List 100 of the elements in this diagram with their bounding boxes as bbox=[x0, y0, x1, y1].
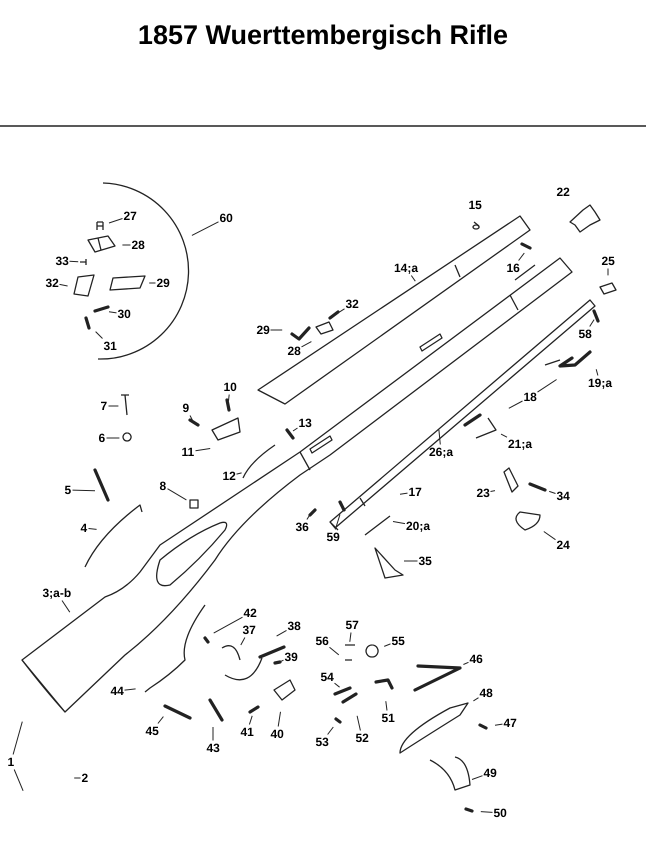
callout-number: 49 bbox=[484, 766, 497, 780]
leader-line bbox=[508, 400, 523, 409]
leader-line bbox=[213, 616, 243, 634]
leader-line bbox=[228, 394, 230, 402]
callout-number: 55 bbox=[392, 634, 405, 648]
callout-number: 44 bbox=[110, 684, 124, 698]
leader-line bbox=[306, 513, 311, 520]
callout-number: 26;a bbox=[429, 446, 454, 458]
callout-number: 6 bbox=[98, 432, 106, 444]
leader-line bbox=[190, 415, 194, 422]
leader-line bbox=[212, 726, 214, 741]
callout-number: 60 bbox=[220, 212, 233, 224]
leader-line bbox=[124, 688, 136, 691]
leader-line bbox=[356, 715, 361, 731]
leader-line bbox=[480, 811, 493, 813]
leader-line bbox=[543, 531, 556, 540]
leader-line bbox=[548, 490, 556, 494]
callout-number: 57 bbox=[346, 618, 359, 632]
callout-number: 7 bbox=[100, 400, 108, 412]
callout-number: 31 bbox=[104, 340, 117, 352]
callout-number: 8 bbox=[160, 480, 166, 492]
leader-line bbox=[292, 428, 298, 432]
leader-line bbox=[384, 643, 391, 647]
callout-number: 18 bbox=[524, 390, 537, 404]
callout-number: 12 bbox=[222, 470, 236, 482]
callout-number: 54 bbox=[320, 670, 334, 684]
leader-line bbox=[518, 252, 525, 261]
leader-line bbox=[148, 282, 156, 284]
callout-number: 17 bbox=[408, 486, 422, 498]
leader-line bbox=[596, 368, 598, 376]
leader-line bbox=[392, 521, 406, 524]
callout-number: 19;a bbox=[588, 376, 612, 390]
leader-line bbox=[69, 260, 79, 262]
callout-number: 20;a bbox=[406, 520, 430, 532]
leader-line bbox=[334, 682, 340, 688]
callout-number: 4 bbox=[80, 522, 88, 534]
leader-line bbox=[404, 560, 418, 562]
leader-line bbox=[122, 244, 131, 246]
callout-number: 13 bbox=[298, 416, 312, 430]
callout-number: 29 bbox=[156, 276, 170, 290]
callout-number: 43 bbox=[206, 742, 220, 754]
leader-line bbox=[236, 472, 242, 475]
leader-line bbox=[349, 632, 352, 642]
title: 1857 Wuerttembergisch Rifle bbox=[136, 20, 510, 51]
leader-line bbox=[59, 284, 68, 286]
callout-number: 35 bbox=[418, 554, 432, 568]
callout-number: 16 bbox=[506, 262, 520, 274]
leader-line bbox=[589, 319, 595, 327]
callout-number: 37 bbox=[242, 624, 256, 636]
leader-line bbox=[385, 700, 388, 711]
leader-line bbox=[108, 218, 123, 224]
callout-number: 10 bbox=[224, 380, 237, 394]
leader-line bbox=[95, 331, 103, 339]
callout-number: 21;a bbox=[508, 438, 532, 450]
callout-number: 32 bbox=[346, 298, 359, 310]
callout-number: 56 bbox=[316, 634, 329, 648]
callout-number: 30 bbox=[118, 308, 131, 320]
leader-line bbox=[14, 769, 24, 792]
leader-line bbox=[500, 434, 508, 438]
leader-line bbox=[248, 715, 253, 725]
leader-line bbox=[278, 711, 281, 727]
leader-line bbox=[62, 600, 70, 613]
callout-number: 45 bbox=[146, 724, 159, 738]
callout-number: 22 bbox=[556, 186, 570, 198]
leader-line bbox=[472, 697, 479, 702]
callout-number: 5 bbox=[64, 484, 72, 496]
callout-number: 58 bbox=[578, 328, 592, 340]
callout-number: 23 bbox=[476, 486, 490, 500]
callout-number: 40 bbox=[270, 728, 284, 740]
leader-line bbox=[327, 726, 334, 735]
callout-number: 1 bbox=[8, 756, 14, 768]
leader-line bbox=[537, 379, 558, 393]
leader-line bbox=[279, 660, 284, 662]
leader-line bbox=[472, 775, 483, 780]
leader-line bbox=[240, 637, 246, 646]
callout-number: 25 bbox=[602, 254, 615, 268]
leader-line bbox=[490, 490, 496, 492]
leader-line bbox=[438, 429, 441, 445]
callout-number: 38 bbox=[288, 620, 301, 632]
callout-number: 34 bbox=[556, 490, 570, 502]
callout-number: 3;a-b bbox=[42, 586, 72, 600]
callout-number: 14;a bbox=[394, 262, 418, 274]
leader-line bbox=[276, 630, 287, 637]
callout-number: 15 bbox=[468, 198, 482, 212]
leader-line bbox=[167, 488, 187, 500]
leader-line bbox=[108, 311, 117, 314]
callout-number: 47 bbox=[504, 716, 517, 730]
callout-number: 46 bbox=[470, 652, 483, 666]
callout-number: 9 bbox=[182, 402, 190, 414]
leader-line bbox=[191, 221, 219, 236]
callout-number: 41 bbox=[240, 726, 254, 738]
callout-number: 42 bbox=[244, 606, 257, 620]
callout-number: 52 bbox=[356, 732, 369, 744]
callout-number: 29 bbox=[256, 324, 270, 336]
callout-number: 28 bbox=[132, 238, 145, 252]
callout-number: 39 bbox=[284, 650, 298, 664]
leader-line bbox=[400, 492, 408, 495]
leader-line bbox=[494, 724, 503, 726]
leader-line bbox=[462, 662, 469, 665]
leader-line bbox=[157, 716, 164, 724]
